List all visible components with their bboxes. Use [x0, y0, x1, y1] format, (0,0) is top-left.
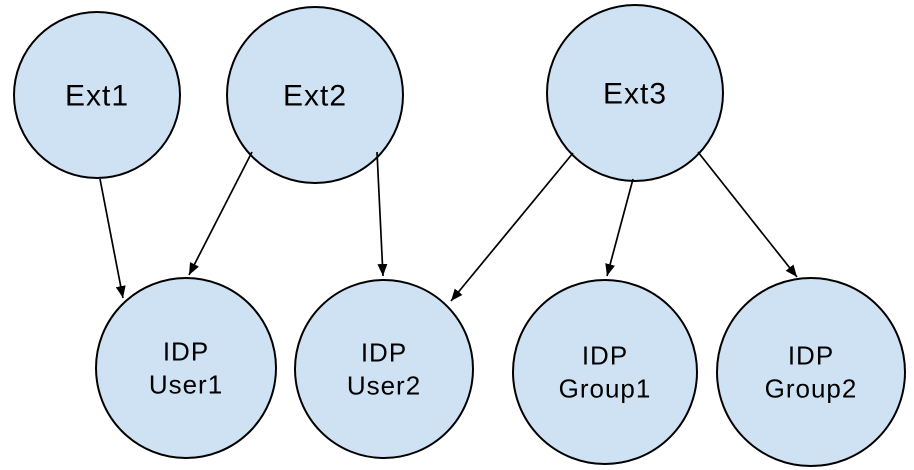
node-ext3-label: Ext3	[603, 78, 667, 111]
edge-ext1-to-idp-user1	[99, 178, 126, 299]
node-ext1-label: Ext1	[65, 80, 129, 113]
edge-ext3-to-idp-user2	[450, 152, 574, 302]
node-idp-group2-circle	[716, 277, 906, 467]
edge-ext3-to-idp-group1	[605, 178, 634, 277]
edge-ext3-to-idp-group2	[697, 151, 798, 278]
node-ext2-circle	[226, 6, 404, 184]
node-idp-user1-circle	[95, 277, 277, 459]
edge-ext2-to-idp-user1	[188, 151, 253, 276]
edge-ext2-to-idp-user2	[376, 151, 388, 277]
node-ext2-label: Ext2	[283, 80, 347, 113]
node-ext3: Ext3	[546, 4, 724, 182]
node-idp-user2-circle	[294, 279, 474, 459]
edges-layer	[99, 151, 798, 302]
node-ext1-circle	[13, 11, 181, 179]
node-ext3-circle	[546, 4, 724, 182]
node-ext1: Ext1	[13, 11, 181, 179]
node-idp-group1-circle	[512, 279, 698, 465]
node-ext2: Ext2	[226, 6, 404, 184]
